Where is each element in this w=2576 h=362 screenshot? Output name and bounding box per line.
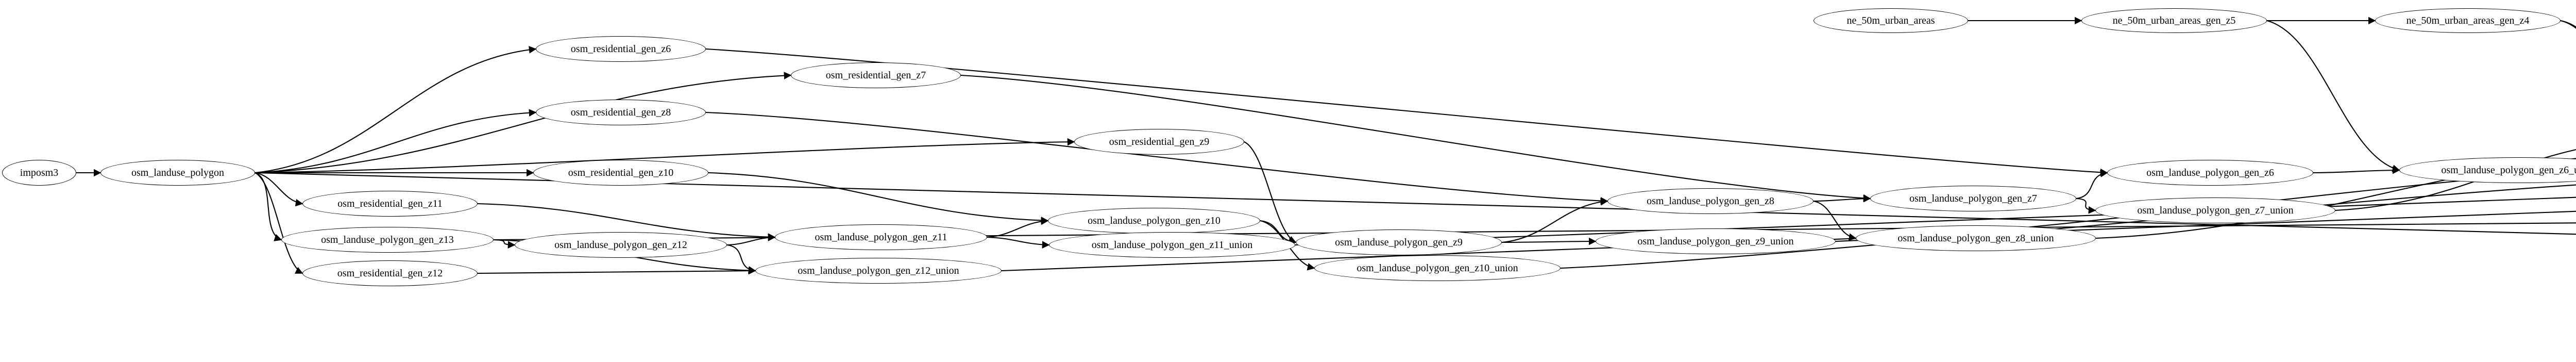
- graph-node-label: osm_residential_gen_z7: [825, 70, 926, 81]
- graph-node-osm-landuse-polygon-gen-z12-union[interactable]: osm_landuse_polygon_gen_z12_union: [755, 258, 1002, 284]
- graph-edge-osm-landuse-polygon-gen-z9-to-osm-landuse-polygon-gen-z8: [1501, 198, 1608, 243]
- graph-edge-osm-landuse-polygon-gen-z12-to-osm-landuse-polygon-gen-z12-union: [726, 244, 756, 274]
- graph-node-label: osm_residential_gen_z9: [1109, 136, 1210, 147]
- graph-node-osm-residential-gen-z10[interactable]: osm_residential_gen_z10: [533, 160, 708, 186]
- graph-node-osm-landuse-polygon-gen-z8-union[interactable]: osm_landuse_polygon_gen_z8_union: [1856, 225, 2096, 251]
- graph-node-label: osm_landuse_polygon_gen_z6_union: [2441, 164, 2576, 176]
- graph-node-label: osm_landuse_polygon_gen_z11: [815, 232, 947, 243]
- graph-edge-osm-landuse-polygon-to-osm-residential-gen-z7: [255, 72, 792, 174]
- graph-node-label: osm_residential_gen_z6: [570, 43, 671, 55]
- graph-node-label: osm_landuse_polygon_gen_z8_union: [1897, 233, 2054, 244]
- graph-edge-osm-landuse-polygon-gen-z8-to-osm-landuse-polygon-gen-z8-union: [1813, 200, 1857, 241]
- graph-edge-osm-landuse-polygon-to-osm-residential-gen-z9: [255, 138, 1075, 174]
- graph-edge-ne-50m-urban-areas-gen-z5-to-osm-landuse-polygon-gen-z6-union: [2266, 20, 2400, 172]
- graph-node-label: osm_landuse_polygon_gen_z10: [1088, 215, 1221, 226]
- graph-edge-osm-landuse-polygon-to-layer-landuse-z14-: [255, 172, 2576, 235]
- graph-node-osm-landuse-polygon-gen-z10-union[interactable]: osm_landuse_polygon_gen_z10_union: [1314, 255, 1561, 281]
- graph-edge-osm-landuse-polygon-gen-z11-to-osm-landuse-polygon-gen-z11-union: [987, 236, 1050, 249]
- graph-edge-osm-landuse-polygon-gen-z9-to-osm-landuse-polygon-gen-z9-union: [1501, 237, 1597, 245]
- graph-node-osm-landuse-polygon-gen-z11-union[interactable]: osm_landuse_polygon_gen_z11_union: [1049, 232, 1295, 258]
- graph-edge-osm-landuse-polygon-gen-z6-to-osm-landuse-polygon-gen-z6-union: [2313, 166, 2400, 174]
- graph-edge-ne-50m-urban-areas-gen-z4-to-layer-landuse-z4: [2560, 20, 2576, 28]
- graph-node-osm-residential-gen-z8[interactable]: osm_residential_gen_z8: [536, 100, 706, 125]
- graph-node-osm-landuse-polygon-gen-z7-union[interactable]: osm_landuse_polygon_gen_z7_union: [2095, 198, 2335, 223]
- graph-edge-osm-landuse-polygon-gen-z7-to-osm-landuse-polygon-gen-z7-union: [2076, 198, 2096, 214]
- graph-node-label: osm_landuse_polygon_gen_z11_union: [1091, 239, 1253, 251]
- graph-node-label: ne_50m_urban_areas_gen_z4: [2406, 15, 2530, 26]
- graph-node-label: osm_landuse_polygon: [131, 167, 224, 178]
- graph-node-osm-landuse-polygon-gen-z6[interactable]: osm_landuse_polygon_gen_z6: [2107, 160, 2313, 186]
- graph-edge-osm-landuse-polygon-gen-z8-to-osm-landuse-polygon-gen-z7: [1813, 194, 1871, 203]
- graph-node-label: osm_landuse_polygon_gen_z12_union: [798, 265, 959, 276]
- graph-node-ne-50m-urban-areas[interactable]: ne_50m_urban_areas: [1814, 8, 1968, 33]
- graph-node-osm-residential-gen-z9[interactable]: osm_residential_gen_z9: [1074, 129, 1244, 155]
- graph-node-label: osm_residential_gen_z11: [337, 198, 443, 209]
- graph-node-osm-landuse-polygon-gen-z8[interactable]: osm_landuse_polygon_gen_z8: [1607, 188, 1814, 214]
- graph-node-ne-50m-urban-areas-gen-z4[interactable]: ne_50m_urban_areas_gen_z4: [2375, 8, 2561, 33]
- graph-node-label: osm_landuse_polygon_gen_z6: [2146, 167, 2274, 178]
- graph-node-osm-landuse-polygon-gen-z11[interactable]: osm_landuse_polygon_gen_z11: [775, 224, 987, 250]
- graph-node-label: osm_landuse_polygon_gen_z8: [1647, 195, 1774, 207]
- graph-edge-ne-50m-urban-areas-gen-z4-to-layer-landuse-z5: [2560, 20, 2576, 29]
- graph-node-osm-residential-gen-z6[interactable]: osm_residential_gen_z6: [536, 36, 706, 62]
- graph-edge-osm-landuse-polygon-to-osm-landuse-polygon-gen-z13: [255, 172, 282, 241]
- graph-node-osm-residential-gen-z7[interactable]: osm_residential_gen_z7: [791, 62, 961, 88]
- graph-node-osm-landuse-polygon-gen-z7[interactable]: osm_landuse_polygon_gen_z7: [1870, 186, 2076, 211]
- graph-node-osm-landuse-polygon-gen-z13[interactable]: osm_landuse_polygon_gen_z13: [281, 227, 494, 253]
- graph-node-label: osm_landuse_polygon_gen_z10_union: [1357, 262, 1518, 274]
- graph-node-label: osm_landuse_polygon_gen_z7: [1909, 193, 2037, 204]
- graph-node-osm-landuse-polygon-gen-z9-union[interactable]: osm_landuse_polygon_gen_z9_union: [1596, 228, 1836, 254]
- graph-edge-osm-residential-gen-z6-to-osm-landuse-polygon-gen-z6: [705, 48, 2108, 176]
- graph-node-ne-50m-urban-areas-gen-z5[interactable]: ne_50m_urban_areas_gen_z5: [2081, 8, 2267, 33]
- graph-node-label: osm_residential_gen_z12: [337, 268, 443, 279]
- graph-edge-osm-residential-gen-z11-to-osm-landuse-polygon-gen-z11: [477, 203, 776, 241]
- graph-edge-osm-residential-gen-z8-to-osm-landuse-polygon-gen-z8: [705, 111, 1608, 205]
- graph-node-osm-landuse-polygon-gen-z6-union[interactable]: osm_landuse_polygon_gen_z6_union: [2399, 157, 2576, 183]
- graph-node-label: osm_landuse_polygon_gen_z9: [1335, 237, 1463, 248]
- graph-edge-osm-residential-gen-z7-to-osm-landuse-polygon-gen-z7: [960, 74, 1871, 202]
- graph-node-label: osm_landuse_polygon_gen_z12: [554, 239, 687, 251]
- graph-edge-osm-landuse-polygon-gen-z11-to-osm-landuse-polygon-gen-z10: [987, 217, 1049, 238]
- graph-edge-osm-landuse-polygon-to-osm-residential-gen-z12: [255, 172, 303, 274]
- graph-node-label: osm_landuse_polygon_gen_z13: [321, 234, 454, 245]
- graph-node-label: osm_residential_gen_z10: [568, 167, 674, 178]
- graph-node-label: ne_50m_urban_areas_gen_z5: [2112, 15, 2236, 26]
- graph-node-osm-residential-gen-z11[interactable]: osm_residential_gen_z11: [302, 191, 478, 217]
- graph-edge-osm-landuse-polygon-gen-z10-union-to-layer-landuse-z10: [1560, 184, 2576, 269]
- graph-edge-osm-landuse-polygon-to-osm-residential-gen-z8: [255, 109, 537, 174]
- graph-edge-osm-residential-gen-z9-to-osm-landuse-polygon-gen-z9: [1244, 141, 1297, 243]
- graph-node-label: osm_landuse_polygon_gen_z7_union: [2137, 205, 2294, 216]
- graph-node-osm-landuse-polygon-gen-z12[interactable]: osm_landuse_polygon_gen_z12: [515, 232, 727, 258]
- graph-node-osm-landuse-polygon[interactable]: osm_landuse_polygon: [100, 160, 255, 186]
- graph-node-label: imposm3: [20, 167, 59, 178]
- graph-edge-osm-residential-gen-z10-to-osm-landuse-polygon-gen-z10: [708, 172, 1049, 224]
- graph-node-osm-landuse-polygon-gen-z9[interactable]: osm_landuse_polygon_gen_z9: [1296, 229, 1502, 255]
- graph-node-imposm3[interactable]: imposm3: [2, 160, 76, 186]
- graph-node-osm-landuse-polygon-gen-z10[interactable]: osm_landuse_polygon_gen_z10: [1048, 208, 1260, 234]
- graph-node-label: osm_landuse_polygon_gen_z9_union: [1637, 236, 1794, 247]
- graph-edge-osm-landuse-polygon-gen-z7-to-osm-landuse-polygon-gen-z6: [2076, 170, 2108, 200]
- graph-node-osm-residential-gen-z12[interactable]: osm_residential_gen_z12: [302, 260, 478, 286]
- graph-node-label: osm_residential_gen_z8: [570, 107, 671, 118]
- graph-edge-osm-landuse-polygon-to-osm-residential-gen-z11: [255, 172, 303, 207]
- graph-node-label: ne_50m_urban_areas: [1846, 15, 1935, 26]
- graph-edge-osm-residential-gen-z12-to-osm-landuse-polygon-gen-z12-union: [477, 267, 756, 275]
- graph-edge-osm-landuse-polygon-to-osm-residential-gen-z6: [255, 46, 537, 174]
- graph-edge-osm-landuse-polygon-gen-z12-to-osm-landuse-polygon-gen-z11: [726, 234, 776, 246]
